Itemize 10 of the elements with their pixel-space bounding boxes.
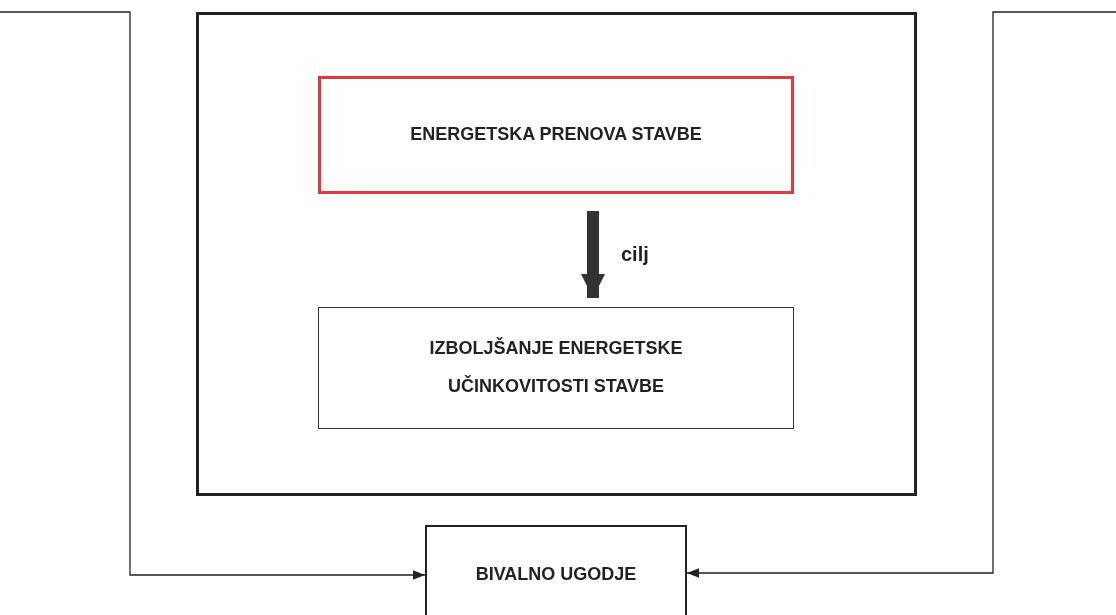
- box-label: BIVALNO UGODJE: [474, 563, 638, 587]
- arrow: [581, 211, 605, 298]
- arrow: [0, 11, 426, 580]
- arrow: [686, 11, 1116, 578]
- group-frame: [196, 12, 917, 496]
- process-box: [425, 525, 687, 615]
- box-label: ENERGETSKA PRENOVA STAVBE: [409, 123, 703, 147]
- process-box: [318, 76, 794, 194]
- box-label: IZBOLJŠANJE ENERGETSKE UČINKOVITOSTI STAVBE: [428, 336, 684, 398]
- process-box: [318, 307, 794, 429]
